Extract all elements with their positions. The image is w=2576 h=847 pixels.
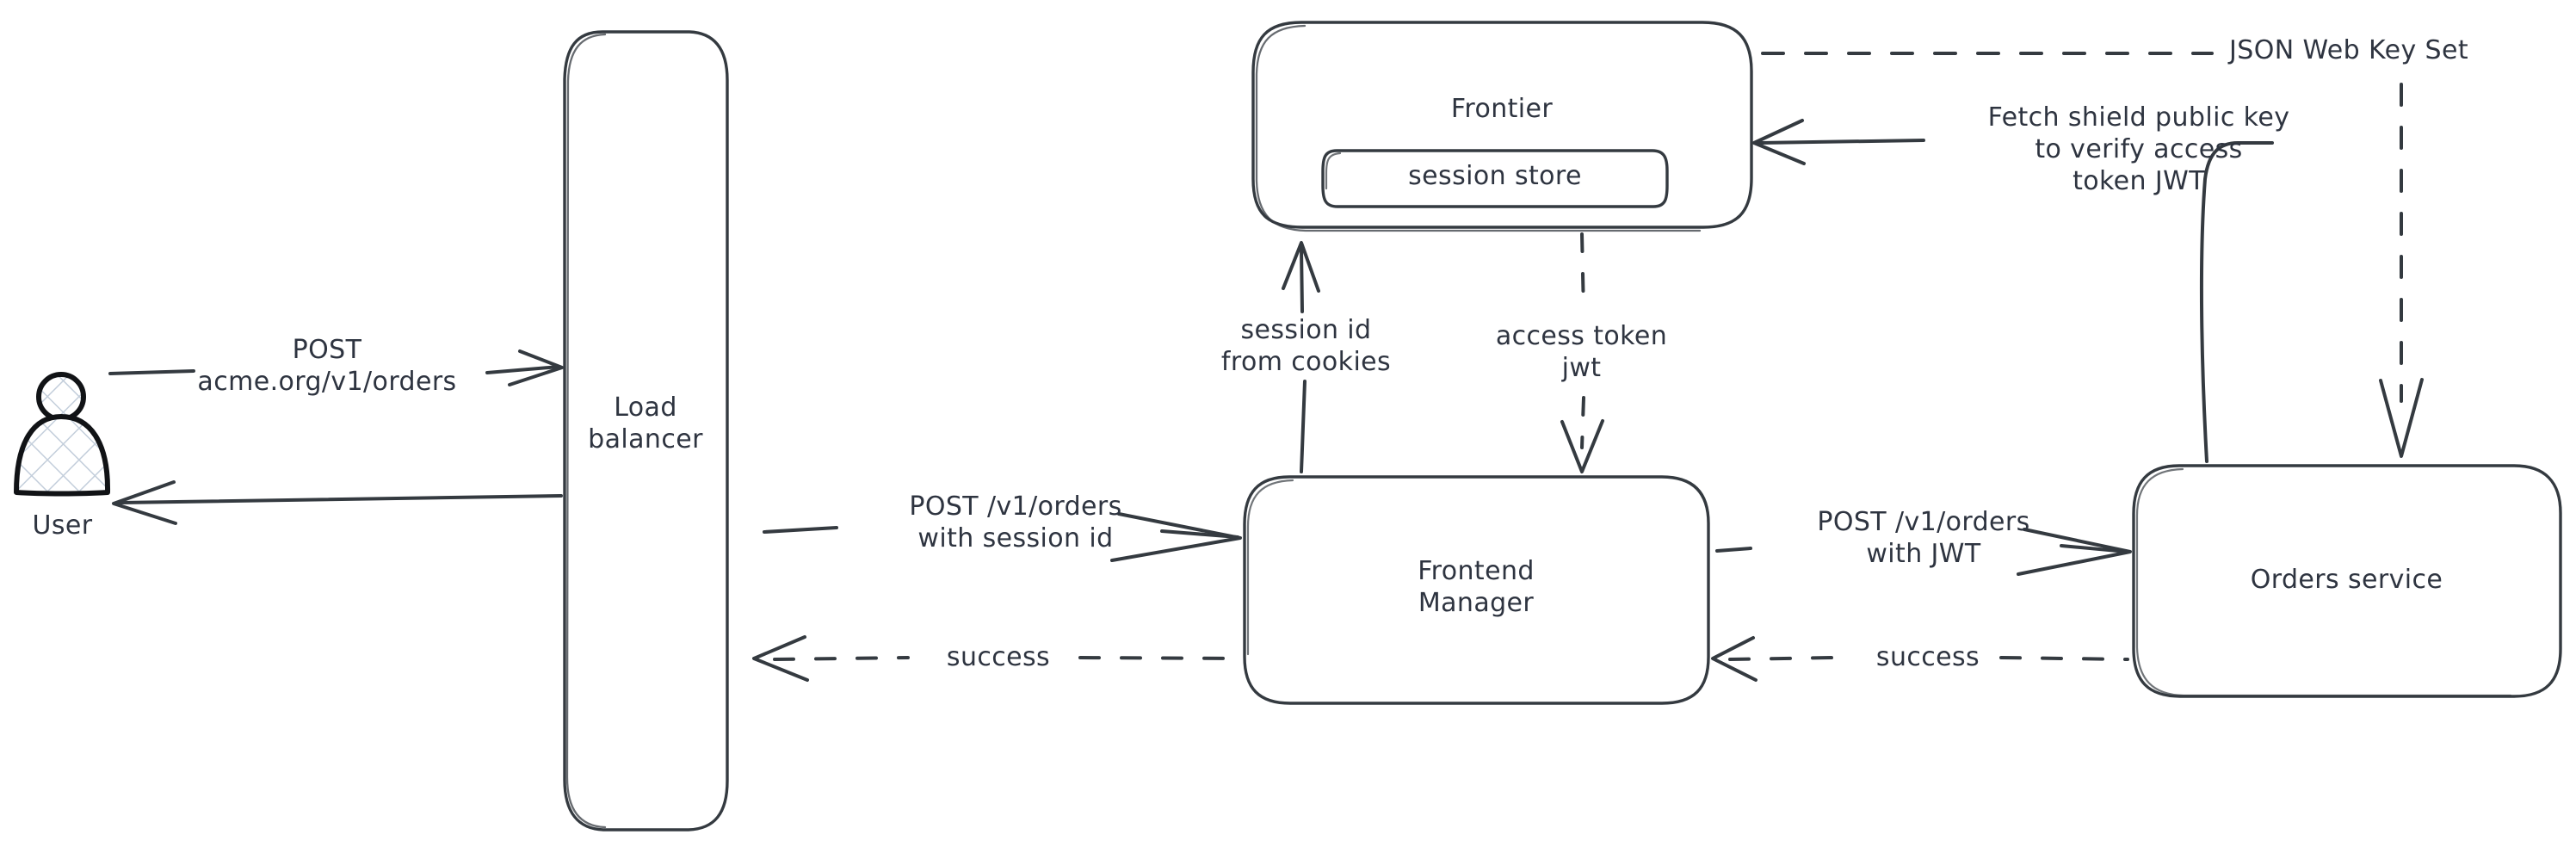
edge-user-to-load-balancer [108,349,564,386]
frontend-manager-shape[interactable] [1243,475,1710,705]
user-icon [14,372,111,497]
edge-frontend-manager-to-orders [1715,528,2132,576]
edge-orders-to-frontend-manager [1711,636,2129,682]
orders-service-shape[interactable] [2132,464,2562,698]
edge-orders-to-frontier-fetch [1752,119,2274,463]
edge-frontier-to-orders-jwks [1761,52,2424,458]
session-store-shape[interactable] [1321,149,1669,208]
edge-load-balancer-to-user [112,480,563,525]
edge-load-balancer-to-frontend-manager [763,512,1242,562]
edge-frontend-manager-to-frontier [1282,241,1320,473]
edge-frontier-to-frontend-manager [1560,232,1604,473]
edge-frontend-manager-to-load-balancer [752,635,1241,682]
load-balancer-shape[interactable] [563,30,729,832]
